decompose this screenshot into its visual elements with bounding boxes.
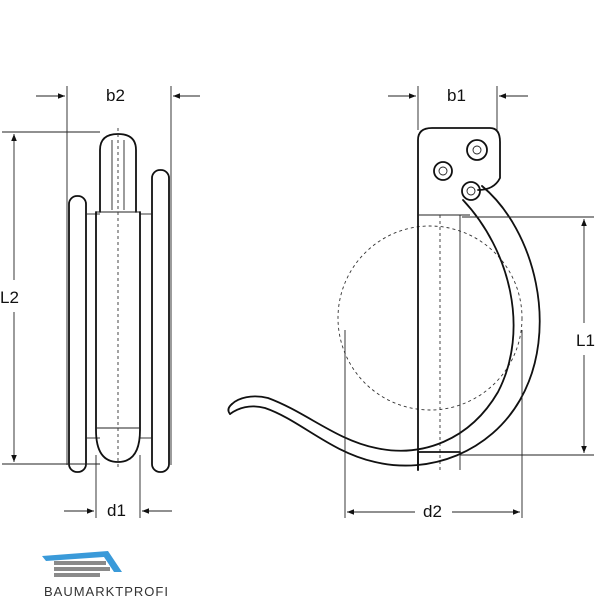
- dim-d2: d2: [344, 330, 523, 521]
- dim-L2: L2: [0, 131, 100, 465]
- label-b2: b2: [106, 86, 125, 105]
- baumarktprofi-logo: BAUMARKTPROFI: [42, 551, 169, 599]
- hole-left: [433, 161, 453, 181]
- ring-circle: [337, 225, 523, 411]
- dim-L1: L1: [460, 216, 595, 456]
- label-b1: b1: [447, 86, 466, 105]
- spring-wire-outer: [229, 185, 541, 467]
- front-view: [227, 127, 541, 471]
- logo-text: BAUMARKTPROFI: [44, 584, 169, 599]
- hole-pivot: [461, 181, 481, 201]
- top-plate: [417, 127, 501, 471]
- left-ring-loop: [68, 195, 87, 473]
- label-d2: d2: [423, 502, 442, 521]
- label-L2: L2: [0, 288, 19, 307]
- label-L1: L1: [576, 331, 595, 350]
- label-d1: d1: [107, 501, 126, 520]
- logo-roof-icon: [42, 551, 122, 572]
- pin-body: [95, 211, 141, 463]
- dim-b2: b2: [36, 86, 200, 465]
- right-ring-loop: [151, 169, 170, 473]
- dim-d1: d1: [64, 455, 172, 520]
- dim-b1: b1: [388, 86, 528, 130]
- spring-wire-inner: [231, 199, 515, 452]
- side-view: [68, 128, 170, 473]
- hole-right: [466, 139, 488, 161]
